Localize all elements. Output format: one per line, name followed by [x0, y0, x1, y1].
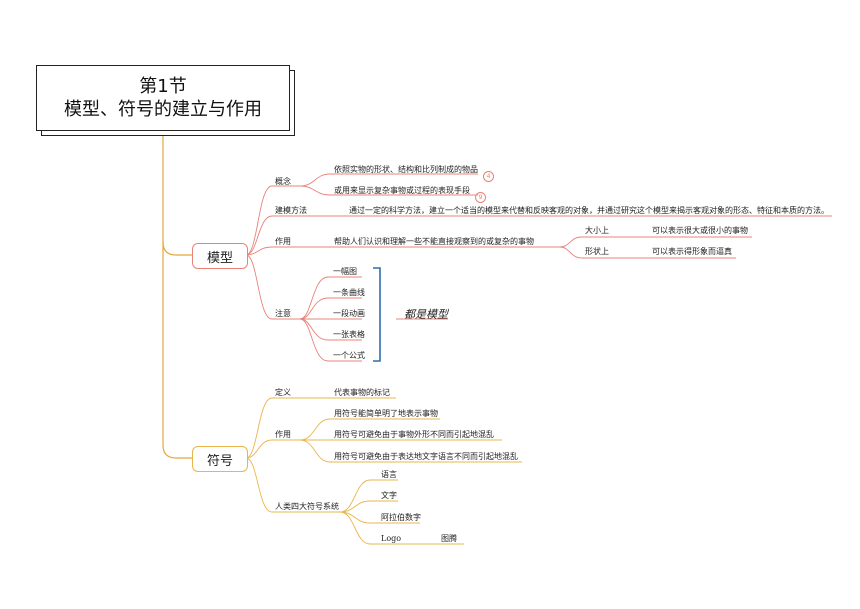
reference-badge-2[interactable]: 9 — [475, 192, 486, 203]
model-note-label[interactable]: 注意 — [275, 309, 291, 318]
symbol-branch-node[interactable]: 符号 — [192, 446, 248, 472]
symbol-definition-text[interactable]: 代表事物的标记 — [334, 388, 390, 397]
trunk-line — [162, 135, 192, 459]
model-note-item-5[interactable]: 一个公式 — [333, 351, 365, 360]
model-concept-item-2[interactable]: 或用来显示复杂事物或过程的表现手段 — [334, 186, 470, 195]
model-function-sub-1-text[interactable]: 可以表示很大或很小的事物 — [652, 226, 748, 235]
symbol-function-label[interactable]: 作用 — [275, 430, 291, 439]
model-function-text[interactable]: 帮助人们认识和理解一些不能直接观察到的或复杂的事物 — [334, 237, 534, 246]
reference-badge-1[interactable]: 4 — [483, 171, 494, 182]
root-title[interactable]: 第1节 模型、符号的建立与作用 — [36, 65, 290, 131]
symbol-function-item-1[interactable]: 用符号能简单明了地表示事物 — [334, 409, 438, 418]
model-function-sub-2-label[interactable]: 形状上 — [585, 247, 609, 256]
symbol-system-writing[interactable]: 文字 — [381, 491, 397, 500]
model-note-item-3[interactable]: 一段动画 — [333, 309, 365, 318]
note-bracket — [373, 267, 381, 362]
symbol-connectors — [245, 397, 522, 545]
trunk-to-model — [162, 241, 192, 256]
model-note-summary[interactable]: 都是模型 — [404, 308, 448, 321]
symbol-function-item-2[interactable]: 用符号可避免由于事物外形不同而引起地混乱 — [334, 430, 494, 439]
symbol-system-arabic-numerals[interactable]: 阿拉伯数字 — [381, 513, 421, 522]
symbol-system-logo[interactable]: Logo — [381, 534, 402, 543]
symbol-logo-note[interactable]: 图腾 — [441, 534, 457, 543]
symbol-definition-label[interactable]: 定义 — [275, 388, 291, 397]
model-note-item-2[interactable]: 一条曲线 — [333, 288, 365, 297]
model-method-text[interactable]: 通过一定的科学方法，建立一个适当的模型来代替和反映客观的对象，并通过研究这个模型… — [349, 206, 829, 215]
symbol-four-systems-label[interactable]: 人类四大符号系统 — [275, 502, 339, 511]
model-concept-label[interactable]: 概念 — [275, 177, 291, 186]
model-function-label[interactable]: 作用 — [275, 237, 291, 246]
model-function-sub-1-label[interactable]: 大小上 — [585, 226, 609, 235]
root-title-line2: 模型、符号的建立与作用 — [64, 99, 262, 120]
model-method-label[interactable]: 建模方法 — [275, 206, 307, 215]
model-concept-item-1[interactable]: 依照实物的形状、结构和比列制成的物品 — [334, 165, 478, 174]
model-note-item-4[interactable]: 一张表格 — [333, 330, 365, 339]
model-note-item-1[interactable]: 一幅图 — [333, 267, 357, 276]
symbol-function-item-3[interactable]: 用符号可避免由于表达地文字语言不同而引起地混乱 — [334, 452, 518, 461]
model-branch-node[interactable]: 模型 — [192, 243, 248, 269]
model-connectors — [245, 173, 832, 362]
symbol-system-language[interactable]: 语言 — [381, 470, 397, 479]
model-function-sub-2-text[interactable]: 可以表示得形象而逼真 — [652, 247, 732, 256]
root-title-line1: 第1节 — [139, 76, 187, 97]
